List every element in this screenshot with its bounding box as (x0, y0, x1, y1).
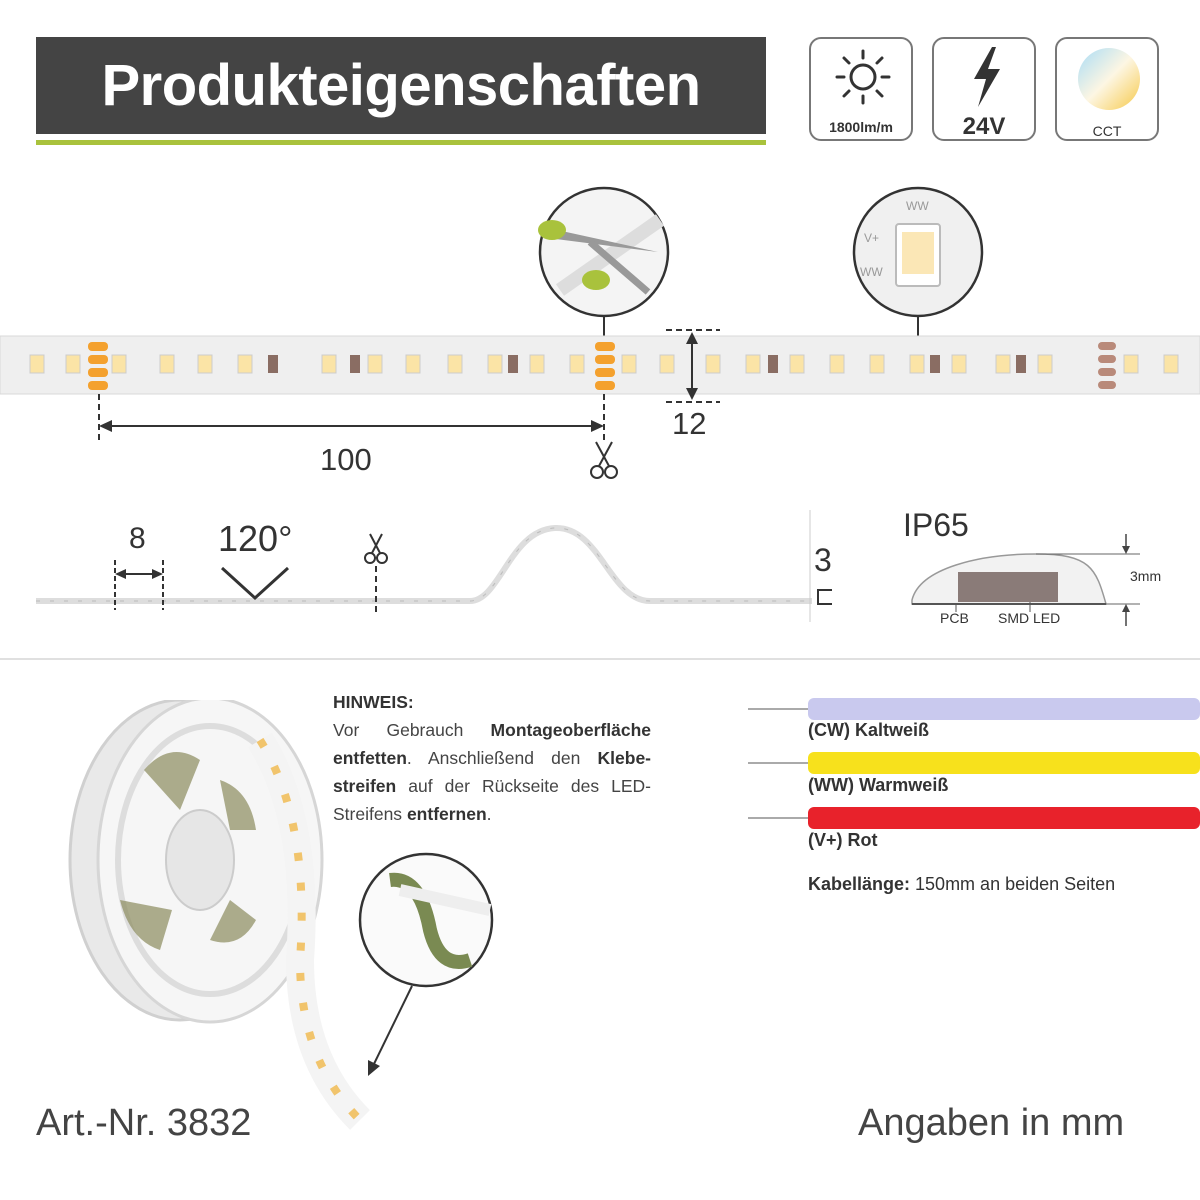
note-emphasis: Montageoberfläche (490, 720, 651, 740)
note-heading: HINWEIS: (333, 692, 414, 712)
note-text: . (486, 804, 492, 824)
reel-illustration (68, 700, 494, 1130)
cross-section-diagram (911, 534, 1140, 626)
title-bar: Produkteigenschaften (36, 37, 766, 134)
wire-ww (808, 752, 1200, 774)
beam-angle-label: 120° (218, 518, 293, 559)
solder-pads (88, 342, 615, 390)
right-pads (1098, 342, 1116, 389)
svg-text:V+: V+ (864, 231, 879, 245)
led-zoom-circle: WW V+ WW (852, 186, 984, 338)
mounting-note: HINWEIS: Vor Gebrauch Montageoberfläche … (333, 688, 651, 828)
scissors-zoom-circle (538, 186, 670, 338)
wires-diagram (748, 698, 1200, 829)
units-note: Angaben in mm (858, 1102, 1125, 1144)
smd-led-label: SMD LED (998, 610, 1061, 626)
strip-diagram: WW V+ WW (0, 186, 1200, 479)
note-line-2: entfetten. Anschließend den Klebe- (333, 744, 651, 772)
voltage-badge: 24V (932, 37, 1036, 141)
wire-vplus (808, 807, 1200, 829)
article-number: Art.-Nr. 3832 (36, 1102, 252, 1144)
cable-length-info: Kabellänge: 150mm an beiden Seiten (808, 874, 1115, 895)
lightning-icon (974, 47, 1000, 107)
note-emphasis: entfetten (333, 748, 407, 768)
cct-label: CCT (1092, 123, 1122, 139)
profile-diagram (36, 510, 832, 622)
thickness-label: 3 (814, 542, 832, 578)
note-text: Vor Gebrauch (333, 720, 491, 740)
lumen-badge: 1800lm/m (809, 37, 913, 141)
cross-section-height-label: 3mm (1130, 568, 1162, 584)
segment-length-label: 100 (320, 442, 372, 477)
strip-leds (29, 354, 1179, 374)
note-text: auf der Rückseite des LED- (396, 776, 651, 796)
wire-cw-label: (CW) Kaltweiß (808, 720, 929, 740)
profile-scissors-icon (364, 533, 388, 564)
note-emphasis: streifen (333, 776, 397, 796)
strip-width-label: 12 (672, 406, 707, 441)
wire-ww-label: (WW) Warmweiß (808, 775, 949, 795)
sun-icon (835, 49, 891, 105)
svg-text:WW: WW (860, 265, 883, 279)
section-divider (0, 658, 1200, 660)
pcb-label: PCB (940, 610, 969, 626)
page-title: Produkteigenschaften (101, 53, 701, 118)
voltage-label: 24V (962, 113, 1006, 140)
wire-cw (808, 698, 1200, 720)
led-spacing-label: 8 (129, 522, 146, 555)
cable-length-key: Kabellänge: (808, 874, 911, 894)
wire-vplus-label: (V+) Rot (808, 830, 878, 850)
svg-text:WW: WW (906, 199, 929, 213)
cable-length-value: 150mm an beiden Seiten (910, 874, 1116, 894)
ip-rating-label: IP65 (903, 507, 969, 543)
note-line-4: Streifens entfernen. (333, 800, 651, 828)
note-text: . Anschließend den (406, 748, 598, 768)
note-emphasis: Klebe- (597, 748, 651, 768)
title-underline (36, 140, 766, 145)
lumen-label: 1800lm/m (829, 119, 893, 135)
note-line-1: Vor Gebrauch Montageoberfläche (333, 716, 651, 744)
note-emphasis: entfernen (406, 804, 487, 824)
scissors-icon (590, 441, 618, 479)
cct-badge: CCT (1055, 37, 1159, 141)
note-line-3: streifen auf der Rückseite des LED- (333, 772, 651, 800)
cct-gradient-icon (1078, 48, 1140, 110)
note-text: Streifens (333, 804, 407, 824)
